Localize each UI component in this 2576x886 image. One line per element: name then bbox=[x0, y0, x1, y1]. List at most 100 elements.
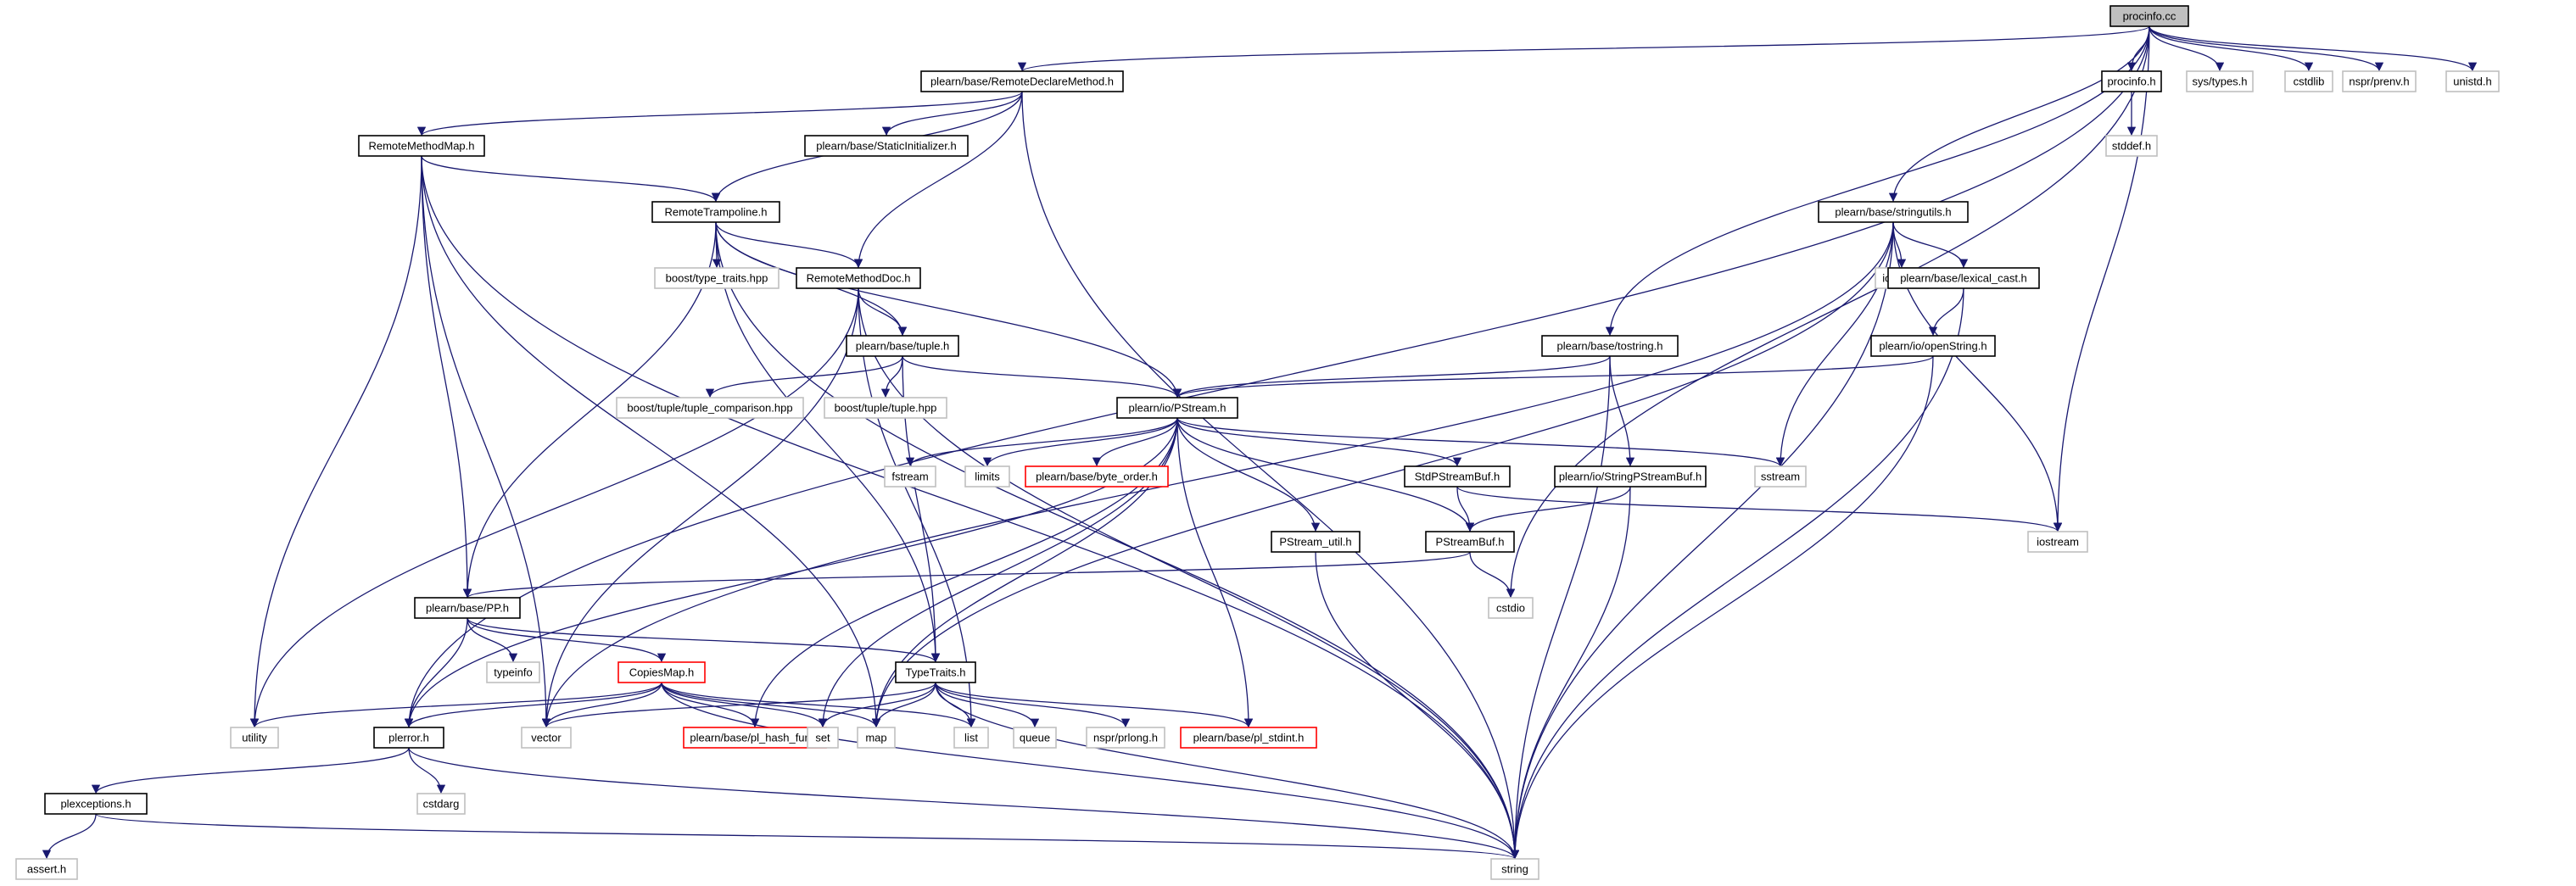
edge-openstring-to-pstream bbox=[1173, 355, 1934, 398]
edge-remote_method_map-to-remote_trampoline bbox=[421, 155, 721, 203]
node-tuple-comparison: boost/tuple/tuple_comparison.hpp bbox=[616, 397, 804, 419]
node-vector: vector bbox=[521, 727, 572, 749]
edge-pstream-to-stdpstreambuf bbox=[1176, 417, 1462, 467]
node-box bbox=[1554, 465, 1707, 488]
edge-remote_trampoline-to-remote_method_doc bbox=[715, 221, 863, 269]
node-pp[interactable]: plearn/base/PP.h bbox=[414, 597, 521, 619]
edge-copiesmap-to-plerror bbox=[404, 682, 662, 728]
node-box bbox=[1887, 267, 2040, 289]
node-box bbox=[15, 858, 78, 880]
node-box bbox=[2027, 531, 2088, 553]
edge-procinfo_cc-to-tostring bbox=[1605, 25, 2150, 337]
edge-copiesmap-to-vector bbox=[541, 682, 662, 728]
node-pstream-util[interactable]: PStream_util.h bbox=[1271, 531, 1361, 553]
node-plerror[interactable]: plerror.h bbox=[373, 727, 444, 749]
node-label: CopiesMap.h bbox=[629, 666, 695, 678]
edge-procinfo_cc-to-nspr_prenv bbox=[2149, 25, 2384, 72]
node-openstring[interactable]: plearn/io/openString.h bbox=[1870, 335, 1996, 357]
node-copiesmap[interactable]: CopiesMap.h bbox=[617, 661, 706, 683]
edge-typetraits-to-queue bbox=[935, 682, 1040, 728]
node-stdpstreambuf[interactable]: StdPStreamBuf.h bbox=[1404, 465, 1511, 488]
edge-remote_declare-to-remote_method_doc bbox=[853, 91, 1023, 269]
node-label: StdPStreamBuf.h bbox=[1415, 470, 1500, 482]
node-box bbox=[895, 661, 976, 683]
node-byte-order[interactable]: plearn/base/byte_order.h bbox=[1025, 465, 1169, 488]
node-label: sstream bbox=[1761, 470, 1800, 482]
node-box bbox=[964, 465, 1010, 488]
node-procinfo-h[interactable]: procinfo.h bbox=[2101, 70, 2162, 92]
edge-pstreambuf-to-pp bbox=[463, 551, 1471, 599]
node-pstream[interactable]: plearn/io/PStream.h bbox=[1116, 397, 1238, 419]
node-pl-hash-fun[interactable]: plearn/base/pl_hash_fun.h bbox=[683, 727, 827, 749]
node-box bbox=[616, 397, 804, 419]
node-box bbox=[824, 397, 947, 419]
node-remote-method-map[interactable]: RemoteMethodMap.h bbox=[358, 135, 485, 157]
edge-remote_method_map-to-vector bbox=[421, 155, 551, 728]
node-label: plearn/base/RemoteDeclareMethod.h bbox=[930, 75, 1114, 87]
edge-procinfo_cc-to-cstdlib bbox=[2149, 25, 2314, 72]
node-assert: assert.h bbox=[15, 858, 78, 880]
node-label: RemoteTrampoline.h bbox=[665, 205, 768, 218]
node-lexical-cast[interactable]: plearn/base/lexical_cast.h bbox=[1887, 267, 2040, 289]
node-box bbox=[2109, 5, 2189, 27]
node-set: set bbox=[807, 727, 839, 749]
edge-tostring-to-stringpstreambuf bbox=[1609, 355, 1635, 467]
node-label: list bbox=[964, 731, 978, 744]
node-queue: queue bbox=[1013, 727, 1057, 749]
node-label: RemoteMethodMap.h bbox=[368, 139, 474, 152]
edge-remote_method_doc-to-string bbox=[858, 287, 1520, 860]
node-label: plearn/base/tostring.h bbox=[1556, 339, 1662, 352]
edge-pstream-to-limits bbox=[982, 417, 1178, 467]
edge-procinfo_cc-to-iostream bbox=[2053, 25, 2150, 532]
edge-remote_declare-to-string bbox=[1021, 91, 1520, 860]
edge-remote_method_map-to-utility bbox=[249, 155, 422, 728]
edge-plexceptions-to-assert bbox=[42, 813, 97, 860]
edge-procinfo_cc-to-unistd bbox=[2149, 25, 2478, 72]
node-label: typeinfo bbox=[494, 666, 533, 678]
edge-pstreambuf-to-cstdio bbox=[1469, 551, 1516, 599]
node-label: PStreamBuf.h bbox=[1436, 535, 1505, 548]
edge-tostring-to-string bbox=[1510, 355, 1611, 860]
node-stringutils[interactable]: plearn/base/stringutils.h bbox=[1818, 201, 1969, 223]
node-nspr-prenv: nspr/prenv.h bbox=[2342, 70, 2417, 92]
node-box bbox=[358, 135, 485, 157]
node-tostring[interactable]: plearn/base/tostring.h bbox=[1541, 335, 1679, 357]
node-procinfo-cc[interactable]: procinfo.cc bbox=[2109, 5, 2189, 27]
edge-procinfo_cc-to-remote_declare bbox=[1018, 25, 2150, 72]
node-stringpstreambuf[interactable]: plearn/io/StringPStreamBuf.h bbox=[1554, 465, 1707, 488]
node-label: plearn/io/PStream.h bbox=[1129, 401, 1227, 414]
node-label: plearn/base/pl_hash_fun.h bbox=[690, 731, 819, 744]
node-box bbox=[796, 267, 921, 289]
node-remote-trampoline[interactable]: RemoteTrampoline.h bbox=[651, 201, 780, 223]
node-label: TypeTraits.h bbox=[905, 666, 965, 678]
node-box bbox=[521, 727, 572, 749]
node-label: map bbox=[865, 731, 886, 744]
edge-stdpstreambuf-to-iostream bbox=[1456, 486, 2062, 532]
node-sys-types: sys/types.h bbox=[2186, 70, 2254, 92]
node-pl-stdint[interactable]: plearn/base/pl_stdint.h bbox=[1180, 727, 1317, 749]
node-box bbox=[857, 727, 896, 749]
node-remote-declare[interactable]: plearn/base/RemoteDeclareMethod.h bbox=[920, 70, 1124, 92]
node-tuple[interactable]: plearn/base/tuple.h bbox=[846, 335, 959, 357]
node-plexceptions[interactable]: plexceptions.h bbox=[44, 793, 148, 815]
node-box bbox=[414, 597, 521, 619]
node-label: procinfo.cc bbox=[2123, 9, 2176, 22]
node-typetraits[interactable]: TypeTraits.h bbox=[895, 661, 976, 683]
node-cstdlib: cstdlib bbox=[2284, 70, 2333, 92]
edge-stringutils-to-lexical_cast bbox=[1892, 221, 1969, 269]
node-static-init[interactable]: plearn/base/StaticInitializer.h bbox=[804, 135, 969, 157]
node-pstreambuf[interactable]: PStreamBuf.h bbox=[1425, 531, 1515, 553]
node-label: boost/type_traits.hpp bbox=[666, 271, 768, 284]
edge-procinfo_cc-to-stringutils bbox=[1888, 25, 2150, 203]
node-list: list bbox=[953, 727, 989, 749]
edge-remote_method_doc-to-vector bbox=[541, 287, 859, 728]
node-cstdarg: cstdarg bbox=[416, 793, 466, 815]
node-remote-method-doc[interactable]: RemoteMethodDoc.h bbox=[796, 267, 921, 289]
node-label: boost/tuple/tuple.hpp bbox=[835, 401, 937, 414]
edge-remote_method_doc-to-tuple bbox=[858, 287, 908, 337]
node-limits: limits bbox=[964, 465, 1010, 488]
node-box bbox=[2101, 70, 2162, 92]
node-box bbox=[1180, 727, 1317, 749]
node-label: string bbox=[1501, 862, 1528, 875]
edge-pp-to-typetraits bbox=[467, 617, 941, 663]
